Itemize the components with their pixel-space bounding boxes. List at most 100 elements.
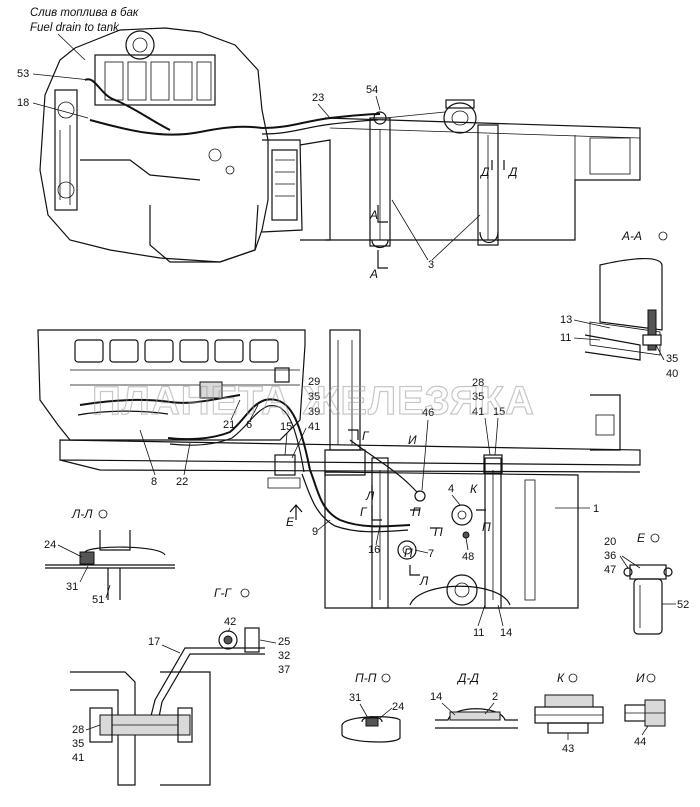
callout-16: 16 — [368, 544, 380, 556]
callout-7: 7 — [428, 548, 434, 560]
callout-17: 17 — [148, 636, 160, 648]
cut-mark-a-top: А — [369, 208, 378, 222]
callout-31b: 31 — [349, 692, 361, 704]
cut-mark-a-bottom: А — [369, 267, 378, 281]
section-a-a: А-А 13 11 35 40 — [560, 229, 678, 380]
engine-rear-view — [37, 329, 306, 441]
cut-mark-e: Е — [286, 515, 295, 529]
title-ru: Слив топлива в бак — [30, 7, 139, 19]
section-l-l: Л-Л 24 31 51 — [44, 507, 175, 606]
cut-mark-p-mid: П — [434, 525, 443, 539]
callout-53: 53 — [17, 68, 29, 80]
callout-11a: 11 — [560, 332, 571, 344]
callout-31a: 31 — [66, 581, 78, 593]
callout-15a: 15 — [280, 421, 292, 433]
callout-20: 20 — [604, 536, 616, 548]
callout-8: 8 — [151, 476, 157, 488]
section-label-ee: Е — [637, 531, 646, 545]
callout-14a: 14 — [500, 627, 512, 639]
cut-mark-a: А А — [369, 205, 388, 281]
callout-32: 32 — [278, 650, 290, 662]
callout-41b: 41 — [472, 406, 484, 418]
callout-41a: 41 — [308, 421, 320, 433]
callout-4: 4 — [448, 483, 454, 495]
engine-side-view — [39, 27, 303, 263]
callout-47: 47 — [604, 564, 616, 576]
callout-21: 21 — [223, 419, 235, 431]
section-p-p: П-П 31 24 — [341, 671, 404, 743]
callout-54: 54 — [366, 84, 378, 96]
section-label-kk: К — [557, 671, 565, 685]
callout-24a: 24 — [44, 539, 56, 551]
section-i: И 44 — [624, 671, 666, 748]
callout-52: 52 — [677, 599, 689, 611]
section-label-dd: Д-Д — [456, 671, 479, 685]
callout-14b: 14 — [430, 691, 442, 703]
callout-29: 29 — [308, 376, 320, 388]
callout-6: 6 — [246, 419, 252, 431]
callout-48: 48 — [462, 551, 474, 563]
section-label-pp: П-П — [355, 671, 377, 685]
callout-42: 42 — [224, 616, 236, 628]
callout-25: 25 — [278, 636, 290, 648]
cut-marks-middle: Г Г Е Л Л П П П П И К — [286, 429, 491, 588]
section-label-ll: Л-Л — [71, 507, 93, 521]
section-d-d: Д-Д 14 2 — [430, 671, 518, 729]
callout-15b: 15 — [493, 406, 505, 418]
cut-mark-i: И — [408, 433, 417, 447]
cut-mark-l-bottom: Л — [419, 574, 429, 588]
callouts-middle: 29 35 39 41 28 35 41 15 15 46 21 6 8 22 … — [139, 376, 599, 639]
callout-3: 3 — [428, 259, 434, 271]
cut-mark-k: К — [470, 482, 478, 496]
callout-46: 46 — [422, 407, 434, 419]
callout-11b: 11 — [473, 627, 484, 639]
callout-2: 2 — [492, 691, 498, 703]
callout-51: 51 — [92, 594, 104, 606]
section-label-aa: А-А — [621, 229, 642, 243]
callout-23: 23 — [312, 92, 324, 104]
callout-28b: 28 — [72, 724, 84, 736]
section-label-gg: Г-Г — [214, 586, 233, 600]
callout-28a: 28 — [472, 377, 484, 389]
section-k: К 43 — [534, 671, 604, 755]
cut-mark-p-left: П — [412, 505, 421, 519]
callout-22: 22 — [176, 476, 188, 488]
callout-35a: 35 — [666, 353, 678, 365]
callout-35c: 35 — [472, 391, 484, 403]
fuel-tank-middle — [267, 454, 579, 609]
callout-40: 40 — [666, 368, 678, 380]
cut-mark-l-top: Л — [365, 489, 375, 503]
cut-mark-d-left: Д — [479, 165, 490, 179]
callout-13: 13 — [560, 314, 572, 326]
section-e: Е 20 36 47 52 — [604, 531, 689, 635]
fuel-lines-middle — [167, 398, 426, 533]
callout-39: 39 — [308, 406, 320, 418]
cut-mark-p-right: П — [482, 520, 491, 534]
section-label-ii: И — [636, 671, 645, 685]
cut-mark-d-right: Д — [507, 165, 518, 179]
callout-44: 44 — [634, 736, 646, 748]
cut-mark-g-right: Г — [362, 429, 370, 443]
callout-35b: 35 — [308, 391, 320, 403]
callouts-top: 53 18 23 54 3 — [17, 68, 481, 271]
cut-mark-p-low: П — [404, 546, 413, 560]
callout-41c: 41 — [72, 752, 84, 764]
frame-rail-middle — [59, 329, 641, 476]
title-en: Fuel drain to tank — [30, 22, 120, 34]
callout-9: 9 — [312, 526, 318, 538]
section-g-g: Г-Г 42 17 25 32 37 28 35 41 — [70, 586, 290, 786]
cut-mark-g-left: Г — [360, 505, 368, 519]
callout-24b: 24 — [392, 701, 404, 713]
frame-rail-top — [299, 117, 641, 241]
callout-36: 36 — [604, 550, 616, 562]
callout-43: 43 — [562, 743, 574, 755]
callout-18: 18 — [17, 97, 29, 109]
cut-mark-d: Д Д — [479, 160, 518, 179]
watermark: ПЛАНЕТА ЖЕЛЕЗЯКА — [92, 379, 535, 423]
callout-1: 1 — [593, 503, 599, 515]
callout-35d: 35 — [72, 738, 84, 750]
fuel-tank-top — [261, 99, 499, 249]
callout-37: 37 — [278, 664, 290, 676]
